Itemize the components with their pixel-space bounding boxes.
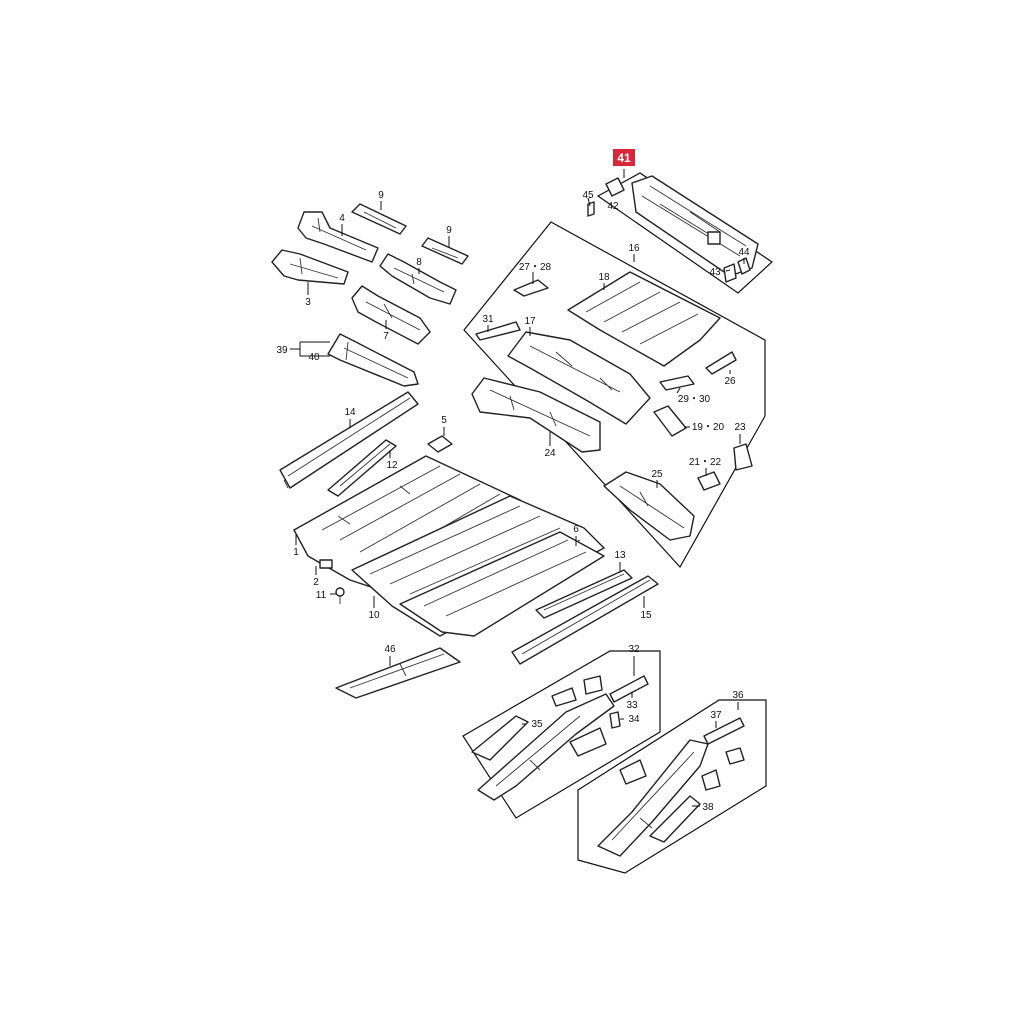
- part-14: [279, 391, 419, 489]
- callout-45: 45: [582, 190, 594, 201]
- callout-44: 44: [738, 247, 750, 258]
- part-33: [609, 675, 649, 703]
- callout-9-upper: 9: [378, 190, 384, 201]
- callout-14: 14: [344, 407, 356, 418]
- callout-19-20: 19・20: [692, 422, 725, 433]
- callout-9-lower: 9: [446, 225, 452, 236]
- part-23: [733, 443, 753, 471]
- part-18: [567, 271, 721, 367]
- callout-35: 35: [531, 719, 543, 730]
- part-31: [475, 321, 521, 341]
- part-12: [327, 439, 397, 497]
- part-9-lower: [421, 237, 469, 265]
- callout-13: 13: [614, 550, 626, 561]
- callout-46: 46: [384, 644, 396, 655]
- part-41-assembly: [587, 175, 759, 283]
- leader-lines: [290, 169, 745, 807]
- part-3: [271, 249, 349, 285]
- callout-2: 2: [313, 577, 319, 588]
- part-29-30: [659, 375, 695, 391]
- part-5: [427, 435, 453, 453]
- callout-16: 16: [628, 243, 640, 254]
- callout-5: 5: [441, 415, 447, 426]
- callout-7: 7: [383, 331, 389, 342]
- callout-15: 15: [640, 610, 652, 621]
- part-2-clip: [319, 559, 333, 569]
- callout-24: 24: [544, 448, 556, 459]
- part-9-upper: [351, 203, 407, 235]
- callout-41-highlight: [613, 149, 635, 166]
- callout-26: 26: [724, 376, 736, 387]
- callout-36: 36: [732, 690, 744, 701]
- group-box-41: [596, 172, 773, 294]
- part-13: [535, 569, 633, 619]
- callout-4: 4: [339, 213, 345, 224]
- callout-21-22: 21・22: [689, 457, 722, 468]
- part-35-member: [471, 675, 615, 801]
- part-24: [471, 377, 601, 453]
- part-15: [511, 575, 659, 665]
- part-8: [379, 253, 457, 305]
- part-17: [507, 331, 651, 425]
- callout-37: 37: [710, 710, 722, 721]
- callout-27-28: 27・28: [519, 262, 552, 273]
- callout-8: 8: [416, 257, 422, 268]
- callout-39: 39: [276, 345, 288, 356]
- callout-12: 12: [386, 460, 398, 471]
- part-38-member: [597, 739, 745, 857]
- part-27-28: [513, 279, 549, 297]
- part-39-40: [327, 333, 419, 387]
- part-46: [335, 647, 461, 699]
- callout-6: 6: [573, 524, 579, 535]
- part-4: [297, 211, 379, 263]
- callout-10: 10: [368, 610, 380, 621]
- part-26: [705, 351, 737, 375]
- part-10-floor-rear: [399, 531, 605, 637]
- callout-32: 32: [628, 644, 640, 655]
- callout-1: 1: [293, 547, 299, 558]
- part-19-20: [653, 405, 687, 437]
- callout-41-label[interactable]: 41: [617, 151, 631, 165]
- callout-40: 40: [308, 352, 320, 363]
- callout-11: 11: [316, 590, 327, 601]
- callout-18: 18: [598, 272, 610, 283]
- callout-43: 43: [709, 267, 721, 278]
- callout-38: 38: [702, 802, 714, 813]
- group-box-16: [463, 221, 766, 569]
- callout-3: 3: [305, 297, 311, 308]
- group-box-36: [577, 699, 767, 874]
- part-34: [609, 711, 621, 729]
- callout-42: 42: [607, 201, 619, 212]
- callout-23: 23: [734, 422, 746, 433]
- part-11-bolt: [335, 587, 345, 604]
- part-21-22: [697, 471, 721, 491]
- part-7: [351, 285, 431, 345]
- callout-17: 17: [524, 316, 536, 327]
- callout-34: 34: [628, 714, 640, 725]
- callout-33: 33: [626, 700, 638, 711]
- callout-29-30: 29・30: [678, 394, 711, 405]
- callout-labels: 45 42 44 43 16 9 9 4 8 3 7 39 40 27・28 1…: [276, 190, 750, 813]
- part-37: [703, 717, 745, 745]
- callout-25: 25: [651, 469, 663, 480]
- callout-31: 31: [482, 314, 494, 325]
- part-25: [603, 471, 695, 541]
- group-box-32: [462, 650, 661, 819]
